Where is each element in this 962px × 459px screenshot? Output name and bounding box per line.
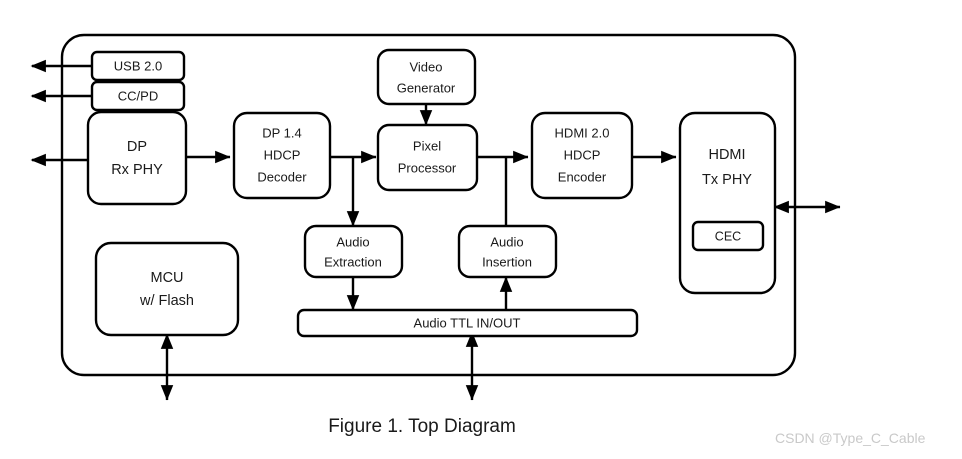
block-hdmi-tx-phy-label-line2: Tx PHY [702,172,752,188]
block-usb-label: USB 2.0 [114,58,162,73]
block-pixel-processor-label-line2: Processor [398,160,457,175]
block-audio-ttl-label: Audio TTL IN/OUT [414,315,521,330]
block-mcu[interactable] [94,241,240,337]
block-pixel-processor-label-line1: Pixel [413,138,441,153]
block-usb[interactable] [90,50,186,82]
block-ccpd-label: CC/PD [118,88,158,103]
block-video-generator[interactable] [376,48,477,106]
block-hdmi-encoder-label-line3: Encoder [558,169,607,184]
block-video-generator-label-line2: Generator [397,80,456,95]
block-cec[interactable] [691,220,765,252]
block-hdmi-encoder-label-line1: HDMI 2.0 [555,125,610,140]
block-dp-decoder-label-line2: HDCP [264,147,301,162]
figure-caption: Figure 1. Top Diagram [328,416,516,437]
block-ccpd[interactable] [90,80,186,112]
watermark: CSDN @Type_C_Cable [775,430,926,446]
block-dp-rx-phy-label-line1: DP [127,139,147,155]
block-audio-extraction[interactable] [303,224,404,279]
block-pixel-processor[interactable] [376,123,479,192]
block-dp-decoder-label-line1: DP 1.4 [262,125,302,140]
block-audio-insertion-label-line2: Insertion [482,254,532,269]
block-hdmi-encoder-label-line2: HDCP [564,147,601,162]
block-dp-decoder[interactable] [232,111,332,200]
block-hdmi-tx-phy-label-line1: HDMI [708,147,745,163]
block-video-generator-label-line1: Video [409,59,442,74]
block-dp-rx-phy-label-line2: Rx PHY [111,162,163,178]
block-audio-extraction-label-line2: Extraction [324,254,382,269]
block-mcu-label-line2: w/ Flash [139,293,194,309]
block-hdmi-encoder[interactable] [530,111,634,200]
block-hdmi-tx-phy[interactable] [678,111,777,295]
block-dp-decoder-label-line3: Decoder [257,169,307,184]
block-mcu-label-line1: MCU [150,270,183,286]
block-cec-label: CEC [715,229,741,243]
block-audio-insertion[interactable] [457,224,558,279]
block-dp-rx-phy[interactable] [86,110,188,206]
block-audio-extraction-label-line1: Audio [336,234,369,249]
block-audio-insertion-label-line1: Audio [490,234,523,249]
block-audio-ttl-bus[interactable] [296,308,639,338]
